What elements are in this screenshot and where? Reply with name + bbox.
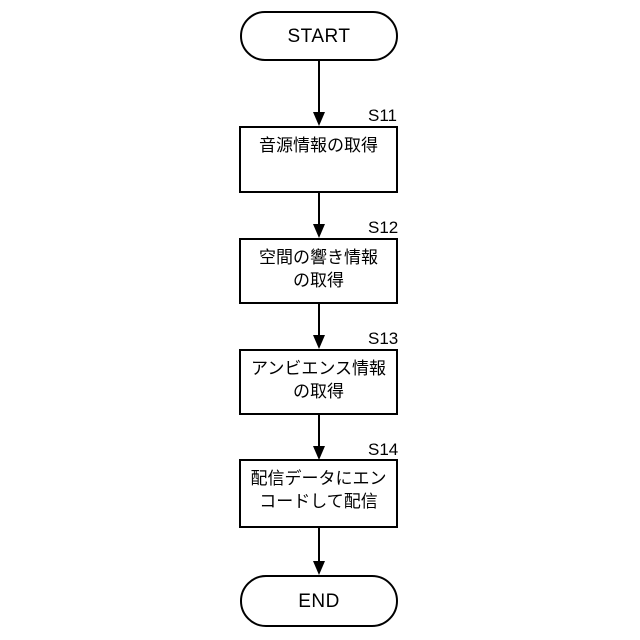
connector-start-to-s11 — [318, 61, 320, 112]
connector-s12-to-s13 — [318, 304, 320, 335]
step-tag-s11: S11 — [368, 106, 397, 125]
connector-s11-to-s12 — [318, 193, 320, 224]
process-label-s12: 空間の響き情報 の取得 — [259, 248, 378, 290]
process-box-s11: 音源情報の取得 — [239, 126, 398, 193]
connector-s13-to-s14 — [318, 415, 320, 446]
process-box-s14: 配信データにエン コードして配信 — [239, 459, 398, 528]
start-terminator: START — [240, 11, 398, 61]
process-box-s13: アンビエンス情報 の取得 — [239, 349, 398, 415]
end-label: END — [298, 590, 340, 612]
arrowhead-s12-to-s13 — [313, 335, 325, 349]
step-tag-s12: S12 — [368, 218, 399, 237]
arrowhead-s13-to-s14 — [313, 446, 325, 460]
connector-s14-to-end — [318, 528, 320, 561]
process-label-s14: 配信データにエン コードして配信 — [250, 469, 387, 511]
process-box-s12: 空間の響き情報 の取得 — [239, 238, 398, 304]
start-label: START — [287, 25, 351, 47]
end-terminator: END — [240, 575, 398, 627]
arrowhead-s11-to-s12 — [313, 224, 325, 238]
arrowhead-start-to-s11 — [313, 112, 325, 126]
step-tag-s14: S14 — [368, 440, 399, 459]
step-tag-s13: S13 — [368, 329, 399, 348]
arrowhead-s14-to-end — [313, 561, 325, 575]
process-label-s11: 音源情報の取得 — [259, 136, 378, 155]
process-label-s13: アンビエンス情報 の取得 — [251, 359, 386, 401]
